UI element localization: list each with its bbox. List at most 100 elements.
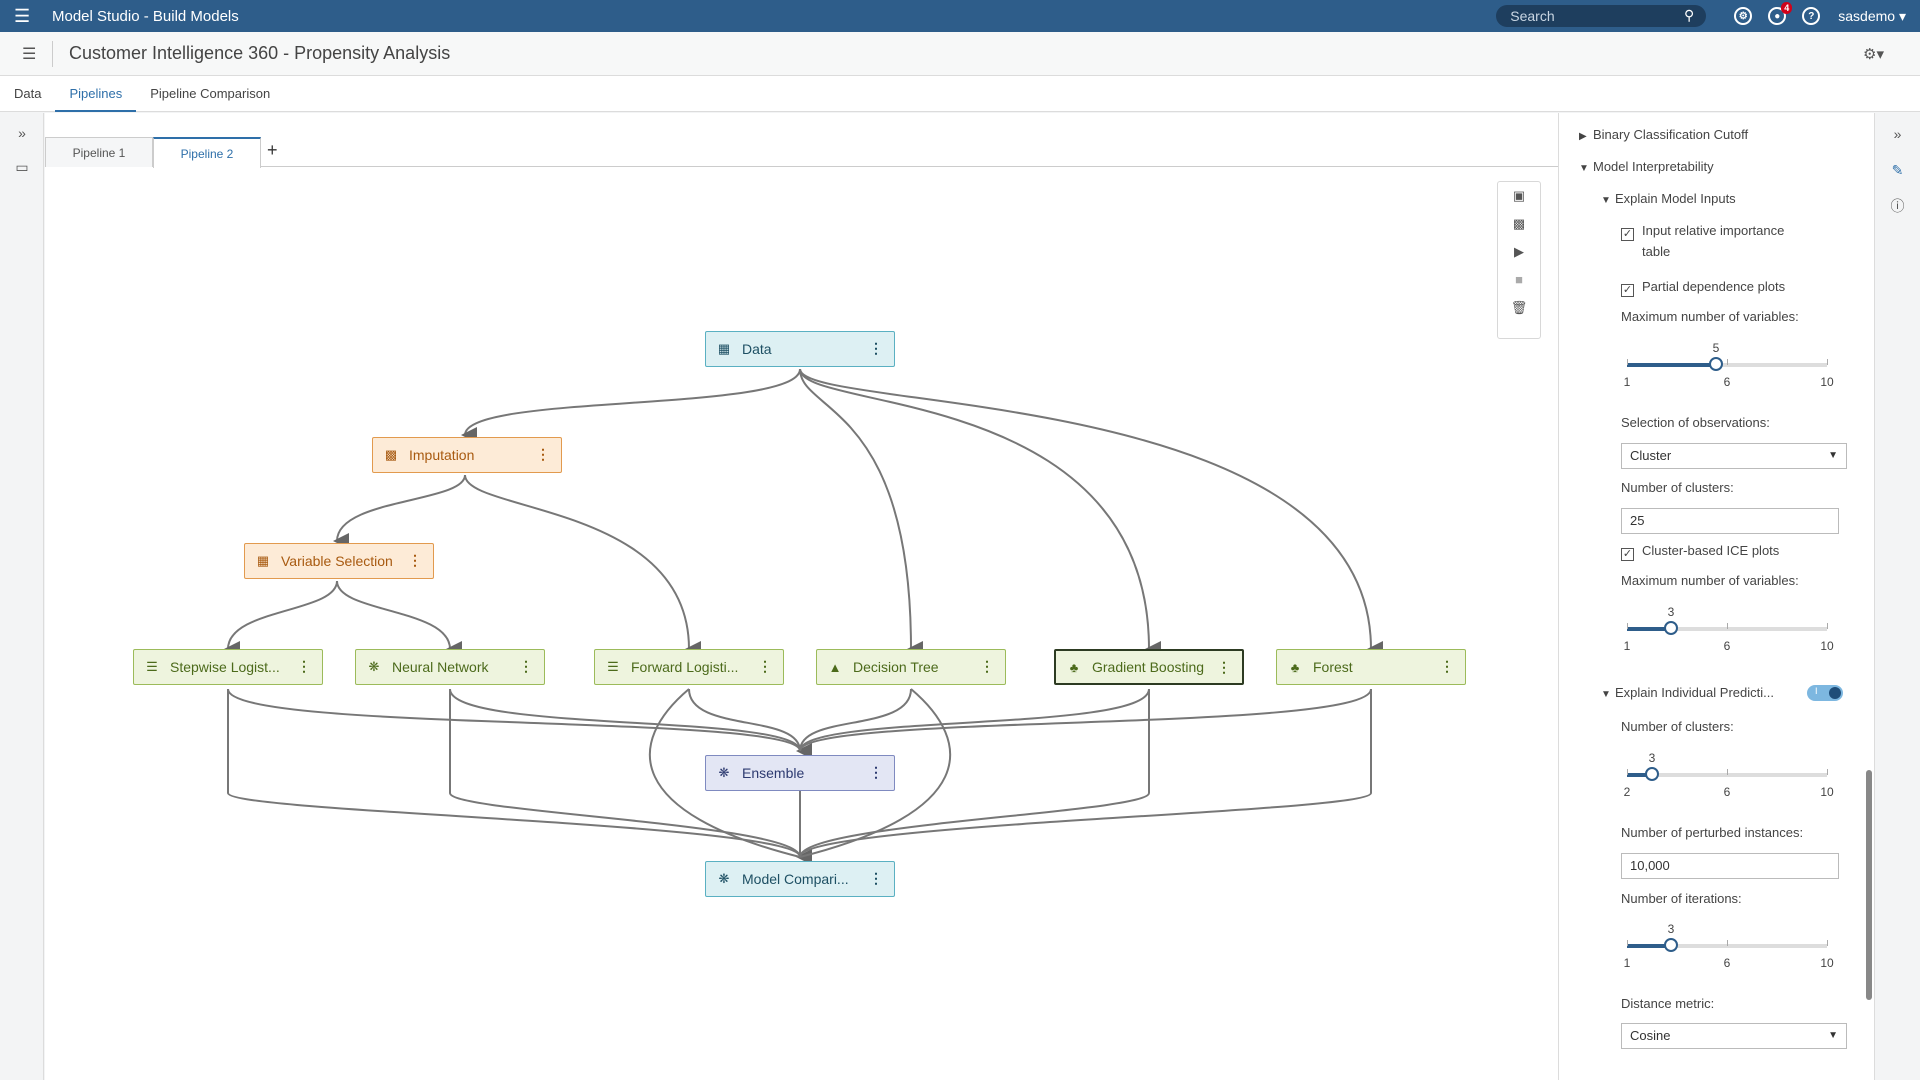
more-icon[interactable]: ⋮ [297,658,311,674]
boosting-icon: ♣ [1069,659,1079,675]
canvas-toolbar: ▣ ▩ ▶ ■ 🗑 [1497,181,1541,339]
tab-pipeline-comparison[interactable]: Pipeline Comparison [150,86,271,101]
more-icon[interactable]: ⋮ [536,446,550,462]
more-icon[interactable]: ⋮ [869,340,883,356]
num-clusters-label: Number of clusters: [1621,480,1734,495]
tab-pipeline-2[interactable]: Pipeline 2 [153,137,261,168]
tab-pipelines[interactable]: Pipelines [55,76,137,112]
node-forward-logistic[interactable]: ☰ Forward Logisti... ⋮ [594,649,784,685]
search-icon[interactable]: ⚲ [1684,7,1695,23]
more-icon[interactable]: ⋮ [408,552,422,568]
more-icon[interactable]: ⋮ [869,870,883,886]
num-clusters-input[interactable]: 25 [1621,508,1839,534]
slider-tick [1727,940,1728,946]
section-explain-individual[interactable]: ▼Explain Individual Predicti... [1601,685,1774,700]
add-pipeline-icon[interactable]: + [267,140,278,160]
slider-tick [1727,359,1728,365]
tab-pipeline-1[interactable]: Pipeline 1 [45,137,153,167]
more-icon[interactable]: ⋮ [758,658,772,674]
slider-thumb[interactable] [1664,621,1678,635]
perturbed-input[interactable]: 10,000 [1621,853,1839,879]
node-stepwise-logistic[interactable]: ☰ Stepwise Logist... ⋮ [133,649,323,685]
regression-icon: ☰ [607,659,619,674]
panel-scrollbar[interactable] [1866,770,1872,1000]
link [464,474,702,657]
slider-tick [1627,623,1628,629]
slider-thumb[interactable] [1664,938,1678,952]
delete-icon[interactable]: 🗑 [1510,300,1528,315]
node-decision-tree[interactable]: ▲ Decision Tree ⋮ [816,649,1006,685]
link [799,368,1384,657]
ice-checkbox[interactable]: ✓Cluster-based ICE plots [1621,543,1779,561]
distance-label: Distance metric: [1621,996,1715,1011]
tab-data[interactable]: Data [14,86,42,101]
link [799,688,1372,752]
explain-individual-toggle[interactable]: I [1807,685,1843,701]
slider-thumb[interactable] [1709,357,1723,371]
checkbox-label: Cluster-based ICE plots [1642,543,1780,558]
link [227,688,813,759]
node-variable-selection[interactable]: ▦ Variable Selection ⋮ [244,543,434,579]
more-icon[interactable]: ⋮ [1440,658,1454,674]
link [799,689,1372,858]
stop-icon[interactable]: ■ [1515,272,1523,287]
link [799,688,912,752]
section-label: Model Interpretability [1593,159,1714,174]
save-icon[interactable]: ▣ [1512,188,1526,203]
node-label: Data [742,341,772,357]
toggle-knob [1829,687,1841,699]
input-importance-checkbox[interactable]: ✓Input relative importance [1621,223,1784,241]
node-gradient-boosting[interactable]: ♣ Gradient Boosting ⋮ [1054,649,1244,685]
more-icon[interactable]: ⋮ [980,658,994,674]
node-imputation[interactable]: ▩ Imputation ⋮ [372,437,562,473]
node-ensemble[interactable]: ❋ Ensemble ⋮ [705,755,895,791]
node-data[interactable]: ▦ Data ⋮ [705,331,895,367]
section-model-interpretability[interactable]: ▼Model Interpretability [1579,159,1714,174]
menu-icon[interactable]: ☰ [14,5,31,26]
chevron-down-icon: ▼ [1828,1030,1838,1041]
more-icon[interactable]: ⋮ [519,658,533,674]
properties-icon[interactable]: ✎ [1891,162,1904,178]
properties-panel: ▶Binary Classification Cutoff ▼Model Int… [1558,113,1874,1080]
node-forest[interactable]: ♣ Forest ⋮ [1276,649,1466,685]
slider-tick [1827,359,1828,365]
node-neural-network[interactable]: ❋ Neural Network ⋮ [355,649,545,685]
collapse-icon[interactable]: » [1893,126,1902,142]
search-input[interactable]: Search ⚲ [1496,5,1707,27]
expand-icon[interactable]: » [18,125,26,141]
pipeline-canvas[interactable]: Pipeline 1 Pipeline 2 + ▣ ▩ ▶ ■ 🗑 [45,113,1558,1080]
section-label: Explain Model Inputs [1615,191,1736,206]
layout-icon[interactable]: ▩ [1512,216,1526,231]
user-menu[interactable]: sasdemo ▾ [1838,8,1906,25]
slider-mid-label: 6 [1723,375,1731,389]
more-icon[interactable]: ⋮ [1217,659,1231,675]
support-icon[interactable]: ⚙ [1734,7,1753,25]
notifications-icon[interactable]: ●4 [1768,2,1793,25]
selection-obs-select[interactable]: Cluster▼ [1621,443,1847,469]
pdp-checkbox[interactable]: ✓Partial dependence plots [1621,279,1785,297]
section-binary-cutoff[interactable]: ▶Binary Classification Cutoff [1579,127,1748,142]
node-label: Gradient Boosting [1092,659,1205,675]
run-icon[interactable]: ▶ [1514,244,1524,259]
options-icon[interactable]: ⚙▾ [1863,46,1884,63]
neural-network-icon: ❋ [368,659,380,674]
main-tabs: Data Pipelines Pipeline Comparison [0,76,1920,112]
slider-tick [1627,359,1628,365]
search-placeholder: Search [1510,8,1555,24]
info-icon[interactable]: ⓘ [1890,198,1905,214]
help-icon[interactable]: ? [1802,7,1821,25]
node-model-comparison[interactable]: ❋ Model Compari... ⋮ [705,861,895,897]
list-icon[interactable]: ☰ [22,45,37,63]
slider-tick [1727,623,1728,629]
more-icon[interactable]: ⋮ [869,764,883,780]
distance-select[interactable]: Cosine▼ [1621,1023,1847,1049]
section-explain-inputs[interactable]: ▼Explain Model Inputs [1601,191,1736,206]
slider-tick [1827,940,1828,946]
app-title: Model Studio - Build Models [52,7,239,25]
slider-thumb[interactable] [1645,767,1659,781]
nodes-icon[interactable]: ▭ [15,159,29,175]
